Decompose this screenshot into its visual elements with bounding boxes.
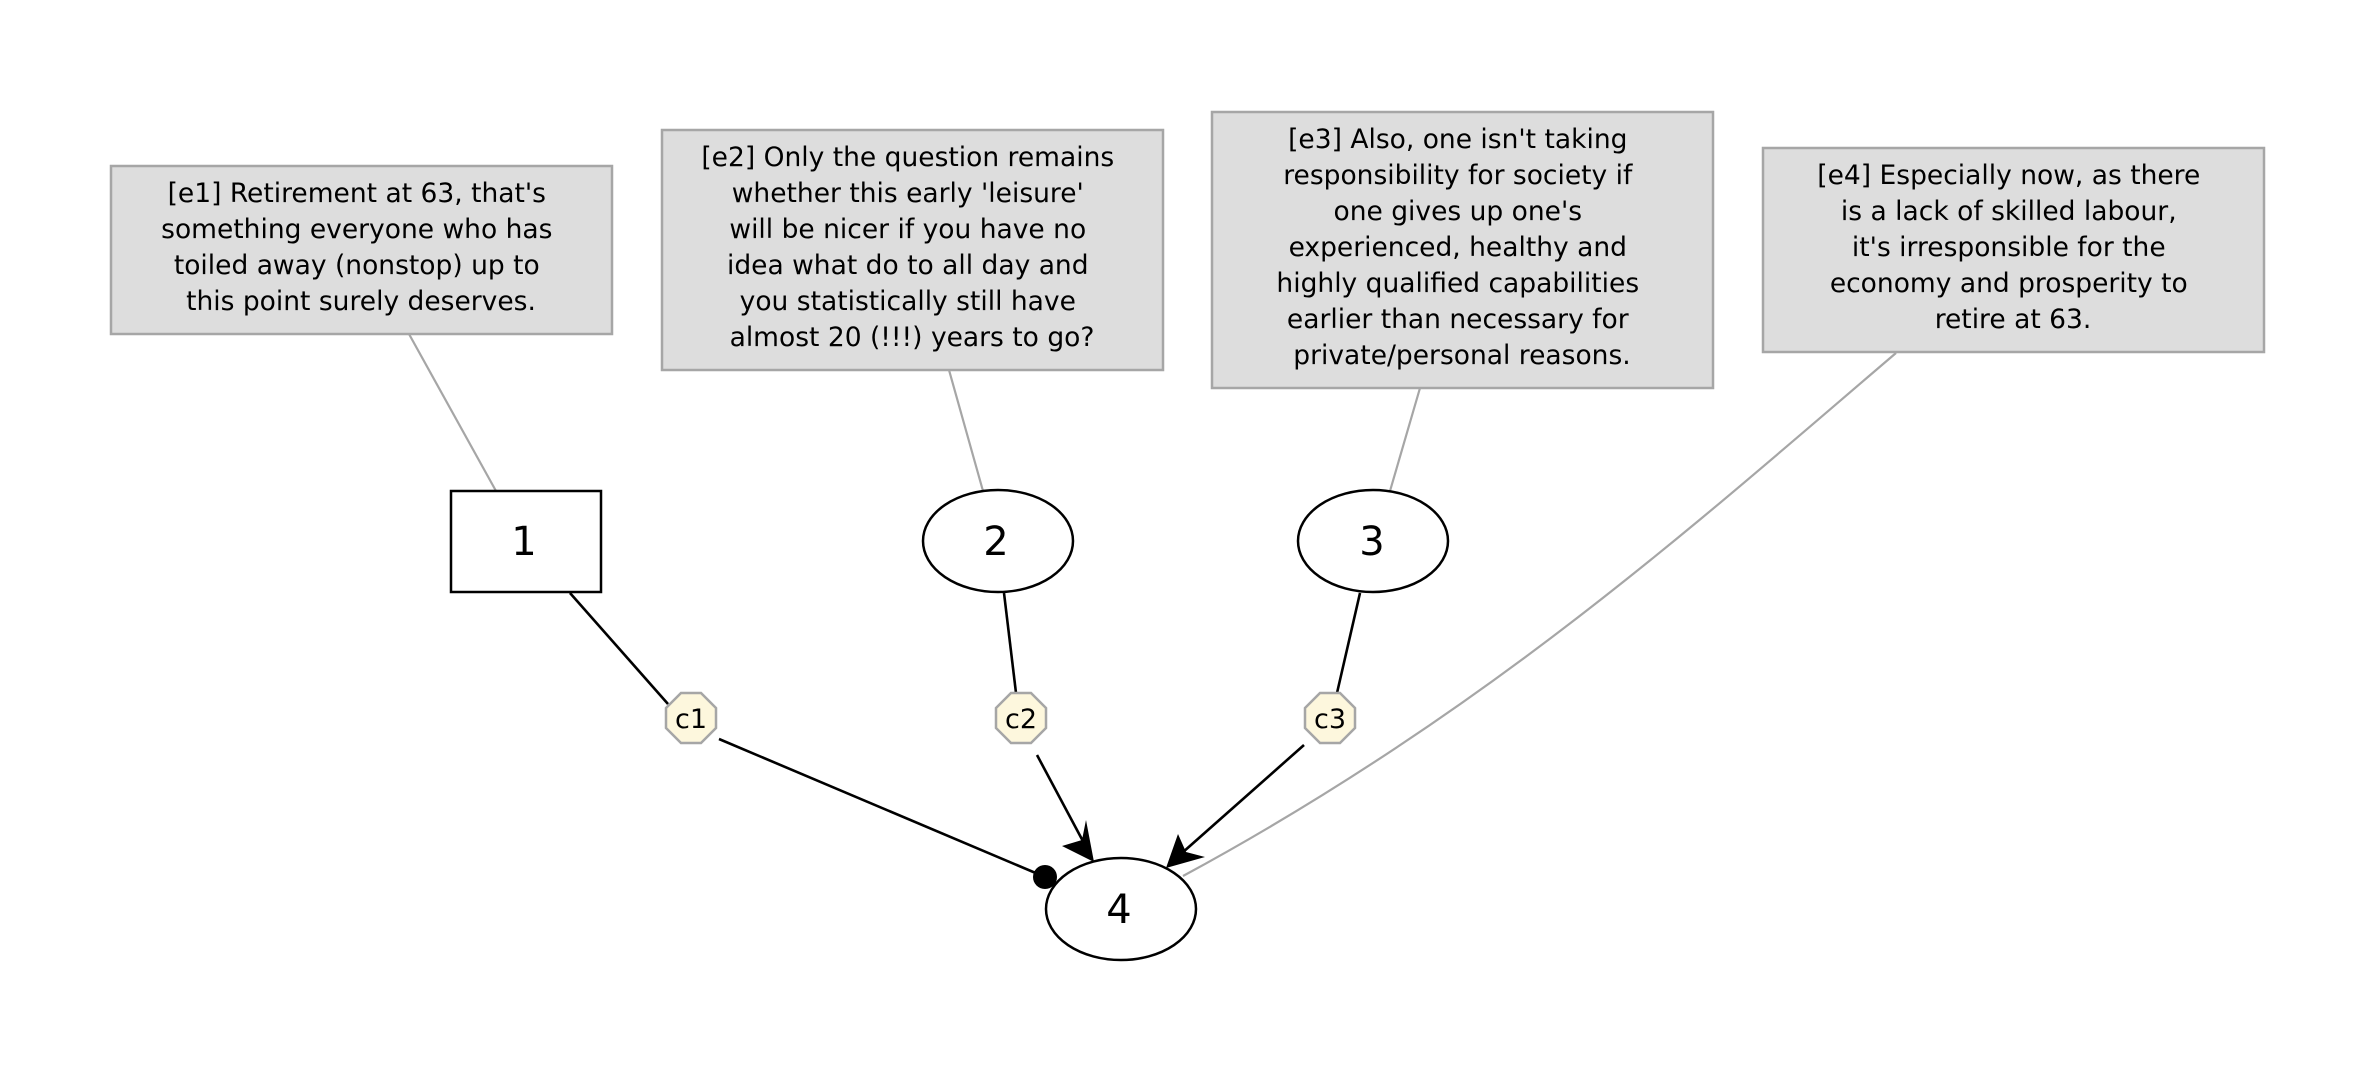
node-1-box bbox=[449, 489, 603, 594]
text-box-e1-line: this point surely deserves. bbox=[186, 286, 536, 317]
edge-c1-4 bbox=[718, 737, 1039, 876]
edge-1-c1 bbox=[569, 592, 669, 705]
text-box-e3-line: experienced, healthy and bbox=[1289, 232, 1627, 263]
text-box-e4-line: retire at 63. bbox=[1935, 304, 2092, 335]
text-box-e1-text: [e1] Retirement at 63, that's something … bbox=[161, 178, 561, 317]
text-box-e4-line: economy and prosperity to bbox=[1830, 268, 2188, 299]
text-box-e3-line: [e3] Also, one isn't taking bbox=[1288, 124, 1627, 155]
text-link-e1-1 bbox=[408, 333, 497, 492]
edge-2-c2 bbox=[1002, 592, 1018, 694]
text-links bbox=[408, 333, 1897, 877]
text-box-e1: [e1] Retirement at 63, that's something … bbox=[109, 164, 614, 336]
text-box-e1-frame bbox=[109, 164, 614, 336]
text-box-e2-text: [e2] Only the question remains whether t… bbox=[701, 142, 1122, 353]
text-box-e3-line: private/personal reasons. bbox=[1293, 340, 1630, 371]
node-4-ellipse bbox=[1044, 856, 1198, 962]
text-box-e4: [e4] Especially now, as there is a lack … bbox=[1761, 146, 2266, 354]
text-box-e4-frame bbox=[1761, 146, 2266, 354]
text-box-e3-frame bbox=[1210, 110, 1715, 390]
node-2: 2 bbox=[921, 488, 1075, 594]
text-box-e2-frame bbox=[660, 128, 1165, 372]
connector-c2-label: c2 bbox=[1005, 704, 1037, 735]
text-box-e2: [e2] Only the question remains whether t… bbox=[660, 128, 1165, 372]
text-box-e3-text: [e3] Also, one isn't taking responsibili… bbox=[1276, 124, 1647, 371]
text-link-e2-2 bbox=[947, 369, 985, 492]
connector-c3-octagon bbox=[1303, 691, 1357, 745]
connector-c3-label: c3 bbox=[1314, 704, 1346, 735]
node-4-label: 4 bbox=[1106, 887, 1131, 933]
edge-c1-dot-head bbox=[1033, 865, 1057, 889]
edge-c2-4 bbox=[1035, 754, 1087, 846]
text-box-e4-line: is a lack of skilled labour, bbox=[1841, 196, 2177, 227]
text-box-e3-line: responsibility for society if bbox=[1283, 160, 1633, 191]
node-3-ellipse bbox=[1296, 488, 1450, 594]
node-2-label: 2 bbox=[983, 519, 1008, 565]
text-box-e3: [e3] Also, one isn't taking responsibili… bbox=[1210, 110, 1715, 390]
text-box-e2-line: almost 20 (!!!) years to go? bbox=[730, 322, 1095, 353]
text-box-e4-line: it's irresponsible for the bbox=[1852, 232, 2166, 263]
text-link-e3-3 bbox=[1388, 387, 1422, 492]
edges bbox=[569, 592, 1362, 889]
text-box-e2-line: you statistically still have bbox=[740, 286, 1076, 317]
connector-c1: c1 bbox=[664, 691, 718, 745]
text-box-e1-line: [e1] Retirement at 63, that's bbox=[168, 178, 546, 209]
connector-c1-label: c1 bbox=[675, 704, 707, 735]
edge-3-c3 bbox=[1335, 592, 1362, 694]
text-box-e3-line: highly qualified capabilities bbox=[1276, 268, 1639, 299]
text-box-e2-line: will be nicer if you have no bbox=[729, 214, 1086, 245]
text-box-e2-line: [e2] Only the question remains bbox=[701, 142, 1114, 173]
text-link-e4-4 bbox=[1182, 352, 1897, 877]
edge-c3-arrow-head bbox=[1166, 834, 1205, 868]
text-box-e4-text: [e4] Especially now, as there is a lack … bbox=[1817, 160, 2208, 335]
edge-c2-arrow-head bbox=[1062, 820, 1094, 862]
connector-c3: c3 bbox=[1303, 691, 1357, 745]
node-2-ellipse bbox=[921, 488, 1075, 594]
text-box-e1-line: something everyone who has bbox=[161, 214, 552, 245]
node-4: 4 bbox=[1044, 856, 1198, 962]
text-box-e4-line: [e4] Especially now, as there bbox=[1817, 160, 2200, 191]
edge-c3-4 bbox=[1181, 744, 1305, 854]
text-box-e1-line: toiled away (nonstop) up to bbox=[174, 250, 540, 281]
text-box-e2-line: idea what do to all day and bbox=[727, 250, 1089, 281]
text-box-e3-line: one gives up one's bbox=[1333, 196, 1582, 227]
text-box-e2-line: whether this early 'leisure' bbox=[732, 178, 1084, 209]
text-box-e3-line: earlier than necessary for bbox=[1287, 304, 1629, 335]
connector-c1-octagon bbox=[664, 691, 718, 745]
node-1-label: 1 bbox=[511, 519, 536, 565]
node-3: 3 bbox=[1296, 488, 1450, 594]
node-1: 1 bbox=[449, 489, 603, 594]
node-3-label: 3 bbox=[1359, 519, 1384, 565]
connector-c2-octagon bbox=[994, 691, 1048, 745]
connector-c2: c2 bbox=[994, 691, 1048, 745]
